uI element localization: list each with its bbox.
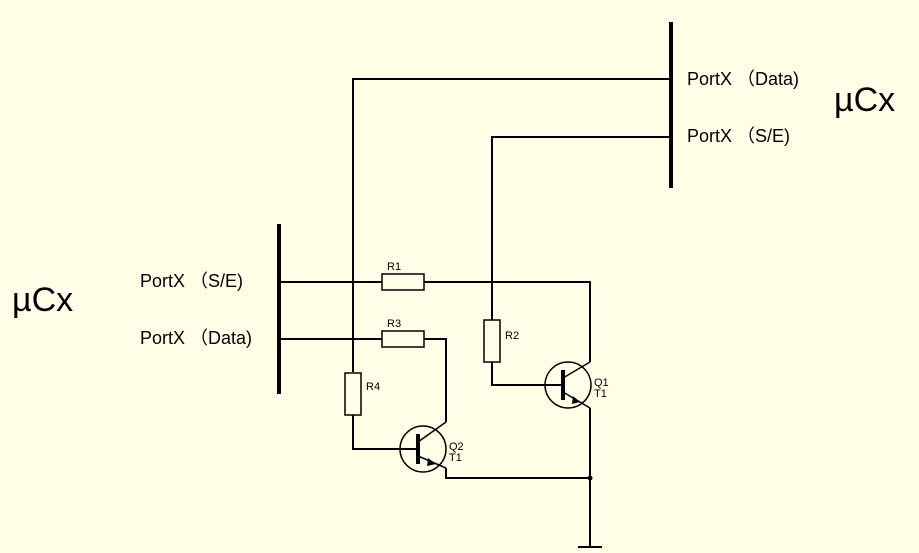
wire-r3-to-q2-collector — [424, 338, 447, 422]
mcu-top-port-data-label: PortX （Data) — [687, 69, 799, 89]
resistor-r1-ref: R1 — [387, 261, 401, 273]
mcu-top: PortX （Data) PortX （S/E) µCx — [669, 22, 895, 188]
transistor-q2-value: T1 — [449, 452, 462, 464]
transistor-q2-ref: Q2 — [449, 441, 464, 453]
resistor-r4-ref: R4 — [366, 381, 380, 393]
wire-r4-to-q2-base — [352, 415, 398, 450]
mcu-top-label: µCx — [834, 81, 895, 119]
transistor-q2-collector-lead — [417, 421, 447, 443]
transistor-q2: Q2 T1 — [398, 421, 464, 473]
resistor-r2-body — [483, 319, 501, 363]
wire-q2-emitter-to-junction — [445, 468, 590, 479]
resistor-r3-ref: R3 — [387, 318, 401, 330]
resistor-r1-body — [381, 273, 425, 291]
resistor-r2-ref: R2 — [505, 330, 519, 342]
transistor-q1: Q1 T1 — [544, 361, 609, 409]
resistor-r1: R1 — [381, 261, 425, 291]
mcu-left-port-data-label: PortX （Data) — [140, 328, 252, 348]
transistor-q2-emitter-arrow — [427, 458, 436, 466]
wires — [279, 78, 671, 546]
resistor-r4-body — [344, 372, 362, 416]
wire-top-data — [352, 78, 671, 372]
mcu-left-port-se-label: PortX （S/E) — [140, 271, 243, 291]
mcu-top-port-se-label: PortX （S/E) — [687, 126, 790, 146]
resistor-r3: R3 — [381, 318, 425, 348]
transistor-q1-emitter-arrow — [572, 396, 580, 404]
wire-r2-to-q1-base — [491, 362, 545, 386]
transistor-q1-value: T1 — [594, 388, 607, 400]
resistor-r4: R4 — [344, 372, 380, 416]
transistor-q1-collector-lead — [562, 361, 591, 379]
resistor-r3-body — [381, 330, 425, 348]
mcu-left-label: µCx — [12, 281, 73, 319]
wire-r1-to-q1-collector — [424, 281, 591, 362]
resistor-r2: R2 — [483, 319, 519, 363]
transistor-q1-ref: Q1 — [594, 377, 609, 389]
wire-top-se — [491, 136, 671, 320]
mcu-left: PortX （S/E) PortX （Data) µCx — [12, 224, 281, 394]
junction-dot — [587, 475, 593, 481]
